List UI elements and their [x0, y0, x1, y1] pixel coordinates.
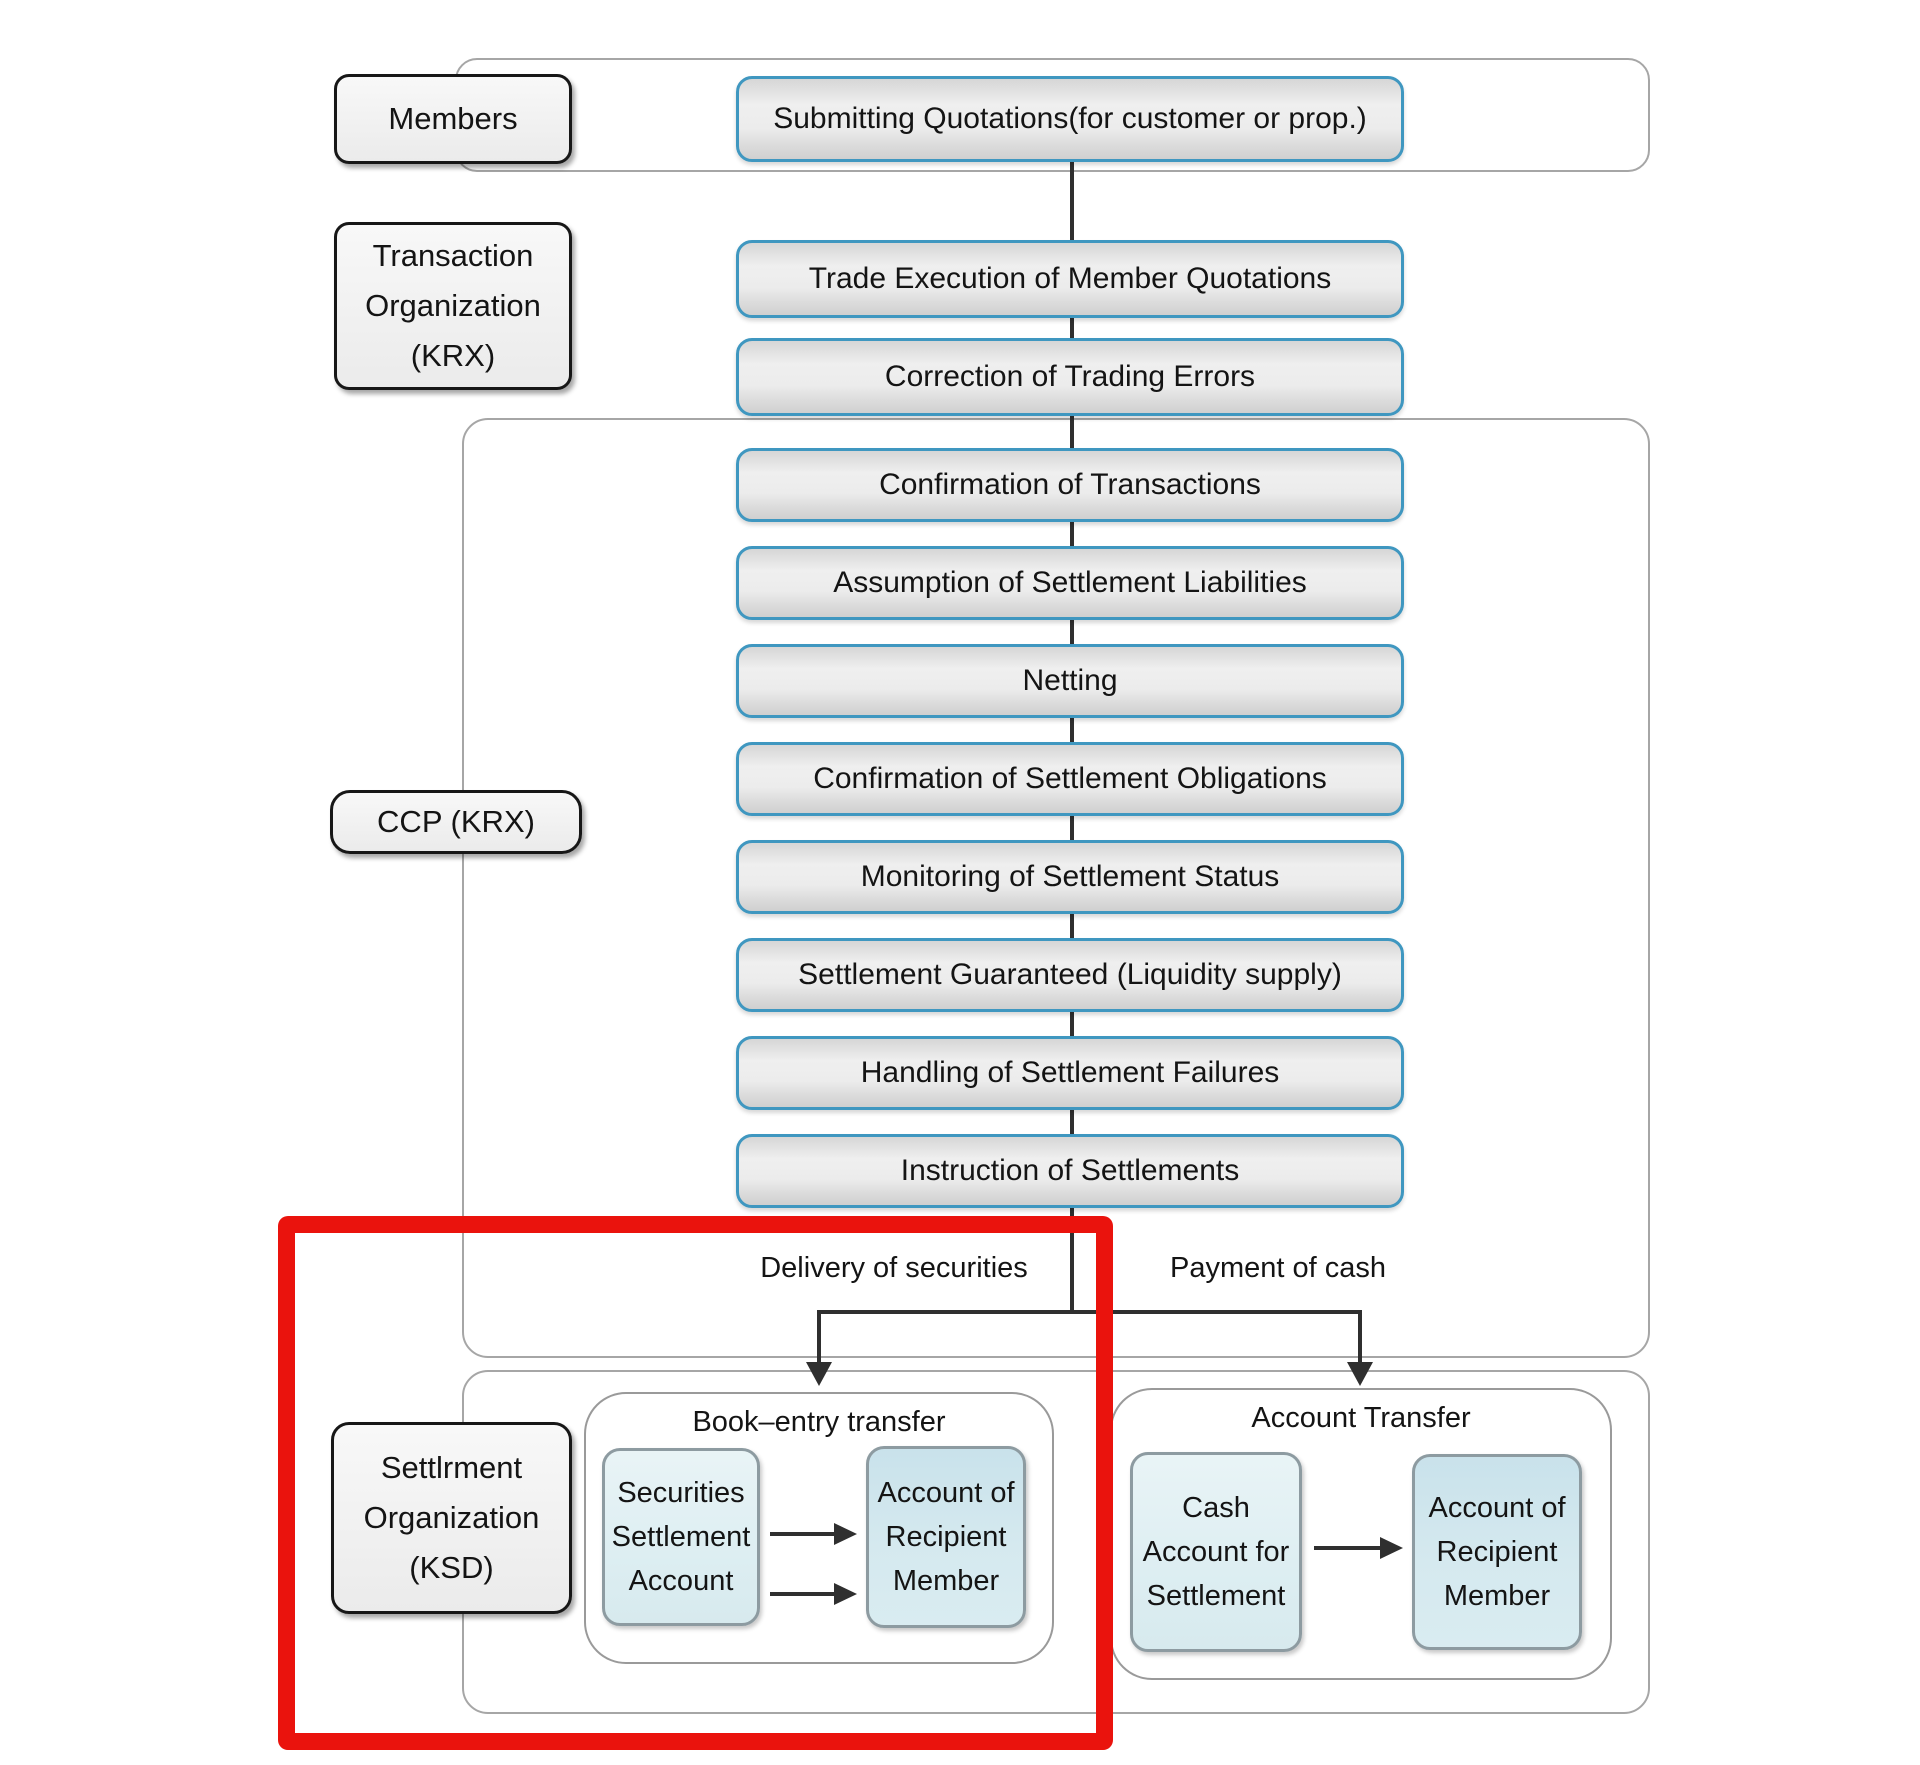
book-entry-arrow-bottom-line: [770, 1592, 836, 1596]
transaction-organization-box: Transaction Organization (KRX): [334, 222, 572, 390]
ksd-box: Settlrment Organization (KSD): [331, 1422, 572, 1614]
members-label: Members: [388, 101, 518, 136]
ksd-line2: Organization: [363, 1500, 540, 1535]
book-entry-arrow-top-line: [770, 1532, 836, 1536]
account-transfer-arrow-head-icon: [1380, 1537, 1403, 1559]
transaction-org-line3: (KRX): [410, 338, 496, 373]
step-instruction-of-settlements: Instruction of Settlements: [736, 1134, 1404, 1208]
payment-of-cash-label: Payment of cash: [1118, 1252, 1438, 1285]
correction-trading-errors-box: Correction of Trading Errors: [736, 338, 1404, 416]
account-transfer-title: Account Transfer: [1112, 1402, 1610, 1435]
cash-account-for-settlement-box: Cash Account for Settlement: [1130, 1452, 1302, 1652]
branch-junction-line: [817, 1310, 1362, 1314]
book-entry-arrow-bottom-head-icon: [834, 1583, 857, 1605]
ksd-line3: (KSD): [409, 1550, 494, 1585]
book-entry-transfer-title: Book–entry transfer: [586, 1406, 1052, 1439]
ccp-box: CCP (KRX): [330, 790, 582, 854]
transaction-org-line1: Transaction: [372, 238, 534, 273]
account-transfer-container: Account Transfer Cash Account for Settle…: [1110, 1388, 1612, 1680]
delivery-label-text: Delivery of securities: [760, 1252, 1028, 1284]
members-box: Members: [334, 74, 572, 164]
step-label: Confirmation of Transactions: [879, 468, 1261, 501]
recipient1-line3: Member: [892, 1565, 1000, 1597]
account-transfer-arrow-line: [1314, 1546, 1382, 1550]
submitting-quotations-box: Submitting Quotations(for customer or pr…: [736, 76, 1404, 162]
delivery-arrowhead-icon: [806, 1362, 832, 1386]
account-transfer-title-text: Account Transfer: [1251, 1402, 1471, 1434]
recipient1-line2: Recipient: [885, 1521, 1007, 1553]
recipient2-line2: Recipient: [1436, 1536, 1558, 1568]
recipient1-line1: Account of: [877, 1477, 1015, 1509]
account-of-recipient-member-box-cash: Account of Recipient Member: [1412, 1454, 1582, 1650]
payment-arrowhead-icon: [1347, 1362, 1373, 1386]
payment-branch-line: [1358, 1310, 1362, 1364]
delivery-branch-line: [817, 1310, 821, 1364]
payment-label-text: Payment of cash: [1170, 1252, 1386, 1284]
step-confirmation-of-settlement-obligations: Confirmation of Settlement Obligations: [736, 742, 1404, 816]
transaction-org-line2: Organization: [365, 288, 541, 323]
step-label: Assumption of Settlement Liabilities: [833, 566, 1307, 599]
cash-line2: Account for: [1142, 1536, 1290, 1568]
securities-line3: Account: [628, 1565, 734, 1597]
submitting-quotations-label: Submitting Quotations(for customer or pr…: [773, 102, 1367, 135]
step-settlement-guaranteed: Settlement Guaranteed (Liquidity supply): [736, 938, 1404, 1012]
step-handling-of-settlement-failures: Handling of Settlement Failures: [736, 1036, 1404, 1110]
step-assumption-of-settlement-liabilities: Assumption of Settlement Liabilities: [736, 546, 1404, 620]
delivery-of-securities-label: Delivery of securities: [734, 1252, 1054, 1285]
account-of-recipient-member-box-securities: Account of Recipient Member: [866, 1446, 1026, 1628]
cash-line1: Cash: [1182, 1492, 1250, 1524]
step-monitoring-of-settlement-status: Monitoring of Settlement Status: [736, 840, 1404, 914]
step-label: Monitoring of Settlement Status: [860, 860, 1280, 893]
main-flow-line: [1070, 160, 1074, 1312]
cash-line3: Settlement: [1146, 1580, 1286, 1612]
recipient2-line3: Member: [1443, 1580, 1551, 1612]
correction-trading-errors-label: Correction of Trading Errors: [884, 360, 1256, 393]
securities-line1: Securities: [617, 1477, 745, 1509]
trade-execution-box: Trade Execution of Member Quotations: [736, 240, 1404, 318]
ksd-line1: Settlrment: [380, 1450, 523, 1485]
red-highlight-box: [278, 1216, 1113, 1750]
step-label: Netting: [1022, 664, 1118, 697]
book-entry-transfer-container: Book–entry transfer Securities Settlemen…: [584, 1392, 1054, 1664]
trade-execution-label: Trade Execution of Member Quotations: [808, 262, 1332, 295]
step-label: Instruction of Settlements: [900, 1154, 1240, 1187]
step-confirmation-of-transactions: Confirmation of Transactions: [736, 448, 1404, 522]
recipient2-line1: Account of: [1428, 1492, 1566, 1524]
step-label: Handling of Settlement Failures: [860, 1056, 1280, 1089]
ccp-label: CCP (KRX): [377, 804, 535, 839]
step-netting: Netting: [736, 644, 1404, 718]
book-entry-title-text: Book–entry transfer: [692, 1406, 946, 1438]
securities-settlement-account-box: Securities Settlement Account: [602, 1448, 760, 1626]
step-label: Settlement Guaranteed (Liquidity supply): [798, 958, 1342, 991]
book-entry-arrow-top-head-icon: [834, 1523, 857, 1545]
securities-line2: Settlement: [611, 1521, 751, 1553]
step-label: Confirmation of Settlement Obligations: [813, 762, 1327, 795]
